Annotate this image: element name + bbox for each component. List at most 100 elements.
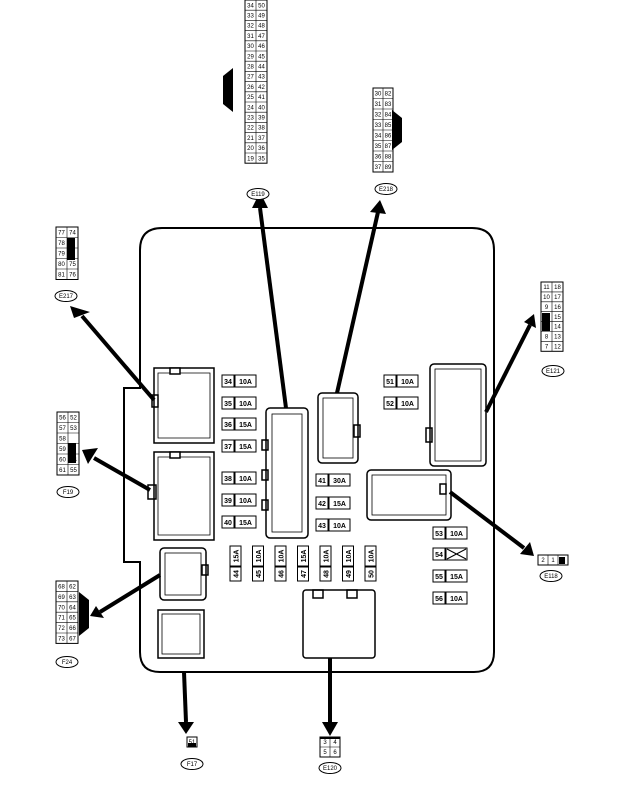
pin-number: 34 [247, 3, 254, 9]
connector-label-oval [180, 758, 204, 770]
connector-label-oval [318, 762, 342, 774]
fuse-number: 44 [234, 570, 241, 578]
pin-number: 1 [551, 558, 555, 564]
pin-number: 17 [554, 295, 561, 301]
pin-number: 43 [258, 75, 265, 81]
fuse-number: 53 [435, 531, 443, 538]
connector-f17-socket [157, 609, 205, 659]
pin-number: 12 [554, 345, 561, 351]
pin-number: 34 [375, 134, 382, 140]
pin-number: 78 [58, 241, 65, 247]
fuse-rating: 10A [450, 531, 463, 538]
pin-number: 2 [541, 558, 545, 564]
connector-center-upper [317, 392, 361, 464]
pin-number: 50 [258, 3, 265, 9]
fuse-53: 53 10A [432, 526, 468, 540]
pin-number: 60 [59, 458, 66, 464]
fuse-number: 56 [435, 596, 443, 603]
empty-slot-icon [446, 548, 467, 560]
pin-number: 5 [323, 750, 327, 756]
fuse-rating: 30A [333, 478, 346, 485]
pin-number: 28 [247, 65, 254, 71]
pin-number: 19 [247, 156, 254, 162]
fuse-number: 47 [301, 570, 308, 578]
pin-number: 71 [58, 616, 65, 622]
fuse-rating: 10A [450, 596, 463, 603]
pin-number: 89 [385, 165, 392, 171]
connector-label-oval [56, 486, 80, 498]
connector-f19: 56525753585960546155F19 [56, 411, 80, 498]
pin-number: 7 [545, 345, 549, 351]
fuse-number: 42 [318, 501, 326, 508]
fuse-block-housing [123, 227, 495, 673]
connector-id: E119 [251, 192, 265, 198]
fuse-number: 54 [435, 552, 443, 559]
pin-number: 42 [258, 85, 265, 91]
pin-number: 46 [258, 44, 265, 50]
fuse-56: 56 10A [432, 591, 468, 605]
fuse-54: 54 [432, 547, 468, 561]
connector-label-oval [54, 290, 78, 302]
connector-e120-socket [302, 589, 376, 659]
pin-number: 33 [375, 123, 382, 129]
pin-number: 37 [375, 165, 382, 171]
pin-number: 83 [385, 102, 392, 108]
pin-number: 16 [554, 305, 561, 311]
pin-number: 45 [258, 54, 265, 60]
pin-number: 41 [258, 95, 265, 101]
pin-number: 64 [69, 605, 76, 611]
key-tab-icon [67, 238, 75, 260]
pin-number: 14 [554, 325, 561, 331]
fuse-rating: 15A [239, 444, 252, 451]
key-tab-icon [68, 443, 76, 463]
pin-number: 8 [545, 335, 549, 341]
fuse-rating: 15A [333, 501, 346, 508]
fuse-rating: 10A [324, 550, 331, 563]
fuse-number: 37 [224, 444, 232, 451]
pin-number: 87 [385, 144, 392, 150]
fuse-rating: 10A [239, 401, 252, 408]
connector-id: F17 [187, 762, 198, 768]
pin-number: 35 [258, 156, 265, 162]
fuse-number: 48 [324, 570, 331, 578]
pin-number: 58 [59, 437, 66, 443]
pin-number: 36 [375, 155, 382, 161]
pin-number: 68 [58, 584, 65, 590]
fuse-number: 49 [346, 570, 353, 578]
pin-number: 49 [258, 14, 265, 20]
key-tab-icon [188, 743, 196, 747]
pin-number: 30 [375, 92, 382, 98]
fuse-48: 10A 48 [319, 545, 332, 582]
pin-number: 65 [69, 616, 76, 622]
fuse-number: 45 [256, 570, 263, 578]
connector-f17: 51F17 [180, 736, 204, 770]
pin-number: 77 [58, 231, 65, 237]
pin-number: 29 [247, 54, 254, 60]
pin-number: 66 [69, 626, 76, 632]
pin-number: 3 [323, 740, 327, 746]
pin-number: 6 [333, 750, 337, 756]
fuse-number: 40 [224, 520, 232, 527]
connector-label-oval [541, 365, 565, 377]
relay-center-right [366, 469, 452, 521]
pin-number: 35 [375, 144, 382, 150]
pin-number: 4 [333, 740, 337, 746]
pin-number: 10 [543, 295, 550, 301]
pin-number: 70 [58, 605, 65, 611]
pin-number: 88 [385, 155, 392, 161]
pin-number: 38 [258, 126, 265, 132]
